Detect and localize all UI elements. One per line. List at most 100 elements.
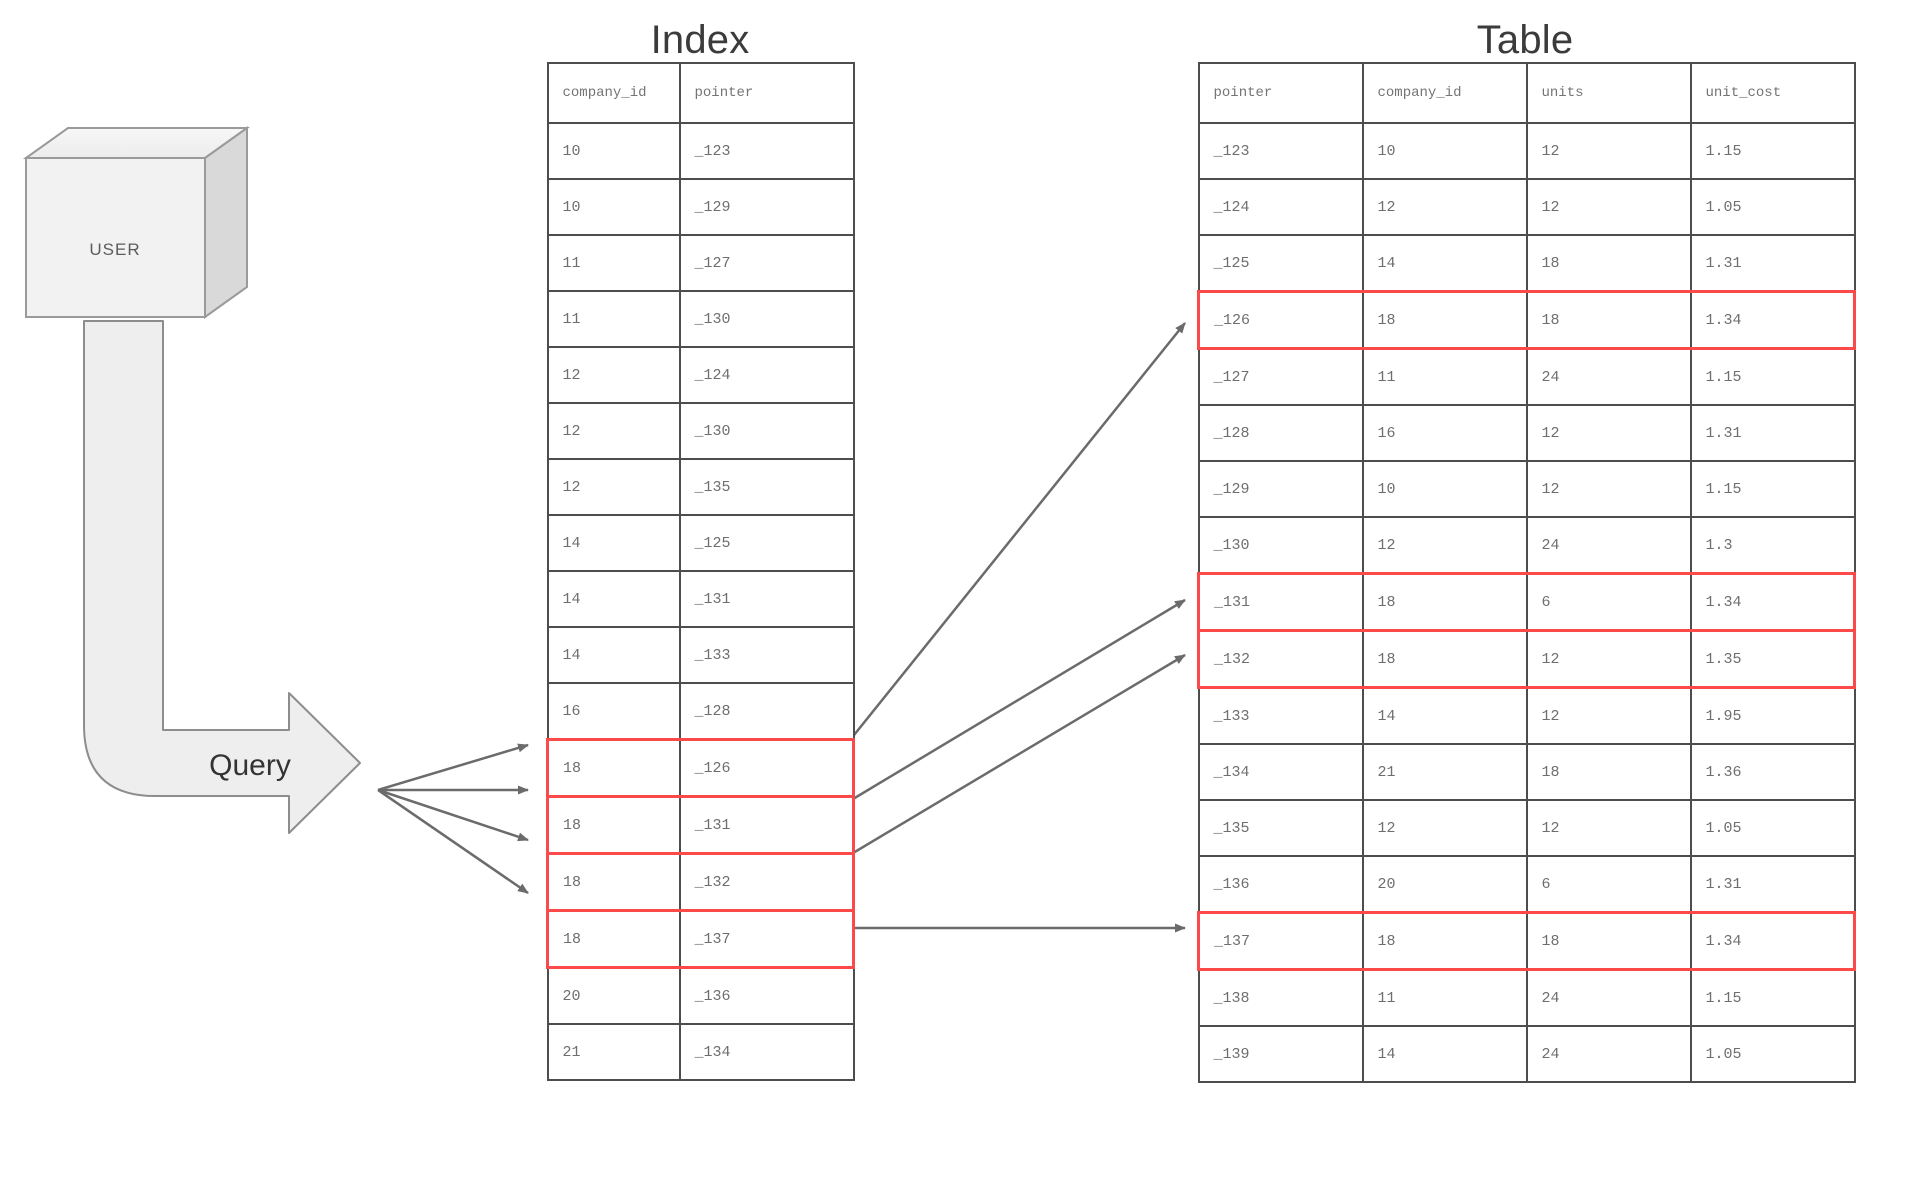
table-cell-units: 6 xyxy=(1525,855,1692,914)
table-cell-units: 12 xyxy=(1525,686,1692,745)
table-cell-pointer: _139 xyxy=(1197,1025,1364,1083)
index-row: 18_131 xyxy=(546,795,855,855)
table-cell-pointer: _134 xyxy=(1197,743,1364,801)
index-row: 18_132 xyxy=(546,852,855,912)
table-cell-pointer: _123 xyxy=(1197,122,1364,180)
table-cell-company_id: 18 xyxy=(1361,290,1528,350)
index-cell-pointer: _136 xyxy=(678,966,855,1025)
index-header-pointer: pointer xyxy=(678,62,855,124)
index-cell-pointer: _130 xyxy=(678,290,855,348)
index-row: 14_125 xyxy=(546,514,855,572)
index-row: 18_126 xyxy=(546,738,855,798)
table-header-pointer: pointer xyxy=(1197,62,1364,124)
index-cell-pointer: _128 xyxy=(678,682,855,741)
table-header-units: units xyxy=(1525,62,1692,124)
index-cell-company_id: 10 xyxy=(546,122,681,180)
table-cell-company_id: 14 xyxy=(1361,234,1528,293)
table-cell-company_id: 21 xyxy=(1361,743,1528,801)
table-cell-unit_cost: 1.3 xyxy=(1689,516,1856,575)
table-cell-pointer: _130 xyxy=(1197,516,1364,575)
table-cell-pointer: _132 xyxy=(1197,629,1364,689)
table-cell-units: 18 xyxy=(1525,290,1692,350)
connector-query-to-index-4 xyxy=(377,788,529,895)
index-cell-company_id: 12 xyxy=(546,402,681,460)
index-cell-company_id: 12 xyxy=(546,458,681,516)
table-cell-company_id: 16 xyxy=(1361,404,1528,462)
index-cell-pointer: _131 xyxy=(678,795,855,855)
table-cell-units: 12 xyxy=(1525,178,1692,236)
table-cell-unit_cost: 1.05 xyxy=(1689,178,1856,236)
table-cell-unit_cost: 1.15 xyxy=(1689,968,1856,1027)
table-cell-company_id: 11 xyxy=(1361,968,1528,1027)
table-cell-pointer: _129 xyxy=(1197,460,1364,518)
index-row: 10_129 xyxy=(546,178,855,236)
user-cube-label: USER xyxy=(89,240,140,259)
index-cell-pointer: _137 xyxy=(678,909,855,969)
index-cell-pointer: _126 xyxy=(678,738,855,798)
table-cell-company_id: 11 xyxy=(1361,347,1528,406)
cube-top-face xyxy=(22,127,251,159)
table-cell-pointer: _135 xyxy=(1197,799,1364,857)
index-cell-pointer: _135 xyxy=(678,458,855,516)
table-cell-unit_cost: 1.31 xyxy=(1689,855,1856,914)
index-cell-company_id: 20 xyxy=(546,966,681,1025)
index-cell-company_id: 16 xyxy=(546,682,681,741)
table-cell-pointer: _125 xyxy=(1197,234,1364,293)
index-header-company_id: company_id xyxy=(546,62,681,124)
index-row: 10_123 xyxy=(546,122,855,180)
table-cell-pointer: _131 xyxy=(1197,572,1364,632)
table-cell-unit_cost: 1.35 xyxy=(1689,629,1856,689)
connector-index-to-table-131 xyxy=(837,598,1186,810)
table-cell-company_id: 18 xyxy=(1361,911,1528,971)
index-cell-pointer: _124 xyxy=(678,346,855,404)
index-row: 11_127 xyxy=(546,234,855,292)
query-block-arrow: Query xyxy=(83,320,361,834)
table-cell-unit_cost: 1.34 xyxy=(1689,572,1856,632)
table-cell-company_id: 12 xyxy=(1361,178,1528,236)
table-cell-pointer: _133 xyxy=(1197,686,1364,745)
table-cell-units: 24 xyxy=(1525,968,1692,1027)
table-cell-company_id: 10 xyxy=(1361,460,1528,518)
table-cell-pointer: _136 xyxy=(1197,855,1364,914)
index-row: 20_136 xyxy=(546,966,855,1025)
table-title: Table xyxy=(1476,18,1574,62)
index-cell-company_id: 14 xyxy=(546,514,681,572)
index-cell-company_id: 18 xyxy=(546,852,681,912)
index-cell-pointer: _123 xyxy=(678,122,855,180)
index-cell-company_id: 18 xyxy=(546,909,681,969)
table-cell-pointer: _137 xyxy=(1197,911,1364,971)
index-cell-company_id: 14 xyxy=(546,626,681,684)
index-row: 14_133 xyxy=(546,626,855,684)
table-cell-units: 6 xyxy=(1525,572,1692,632)
table-cell-units: 24 xyxy=(1525,347,1692,406)
table-cell-company_id: 18 xyxy=(1361,629,1528,689)
table-cell-units: 24 xyxy=(1525,516,1692,575)
table-cell-pointer: _126 xyxy=(1197,290,1364,350)
index-cell-pointer: _125 xyxy=(678,514,855,572)
query-arrow-shape xyxy=(83,320,361,834)
user-cube: USER xyxy=(22,126,251,319)
index-cell-company_id: 14 xyxy=(546,570,681,628)
cube-side-face xyxy=(204,126,248,319)
table-cell-pointer: _138 xyxy=(1197,968,1364,1027)
index-row: 18_137 xyxy=(546,909,855,969)
table-cell-unit_cost: 1.05 xyxy=(1689,1025,1856,1083)
index-cell-pointer: _131 xyxy=(678,570,855,628)
